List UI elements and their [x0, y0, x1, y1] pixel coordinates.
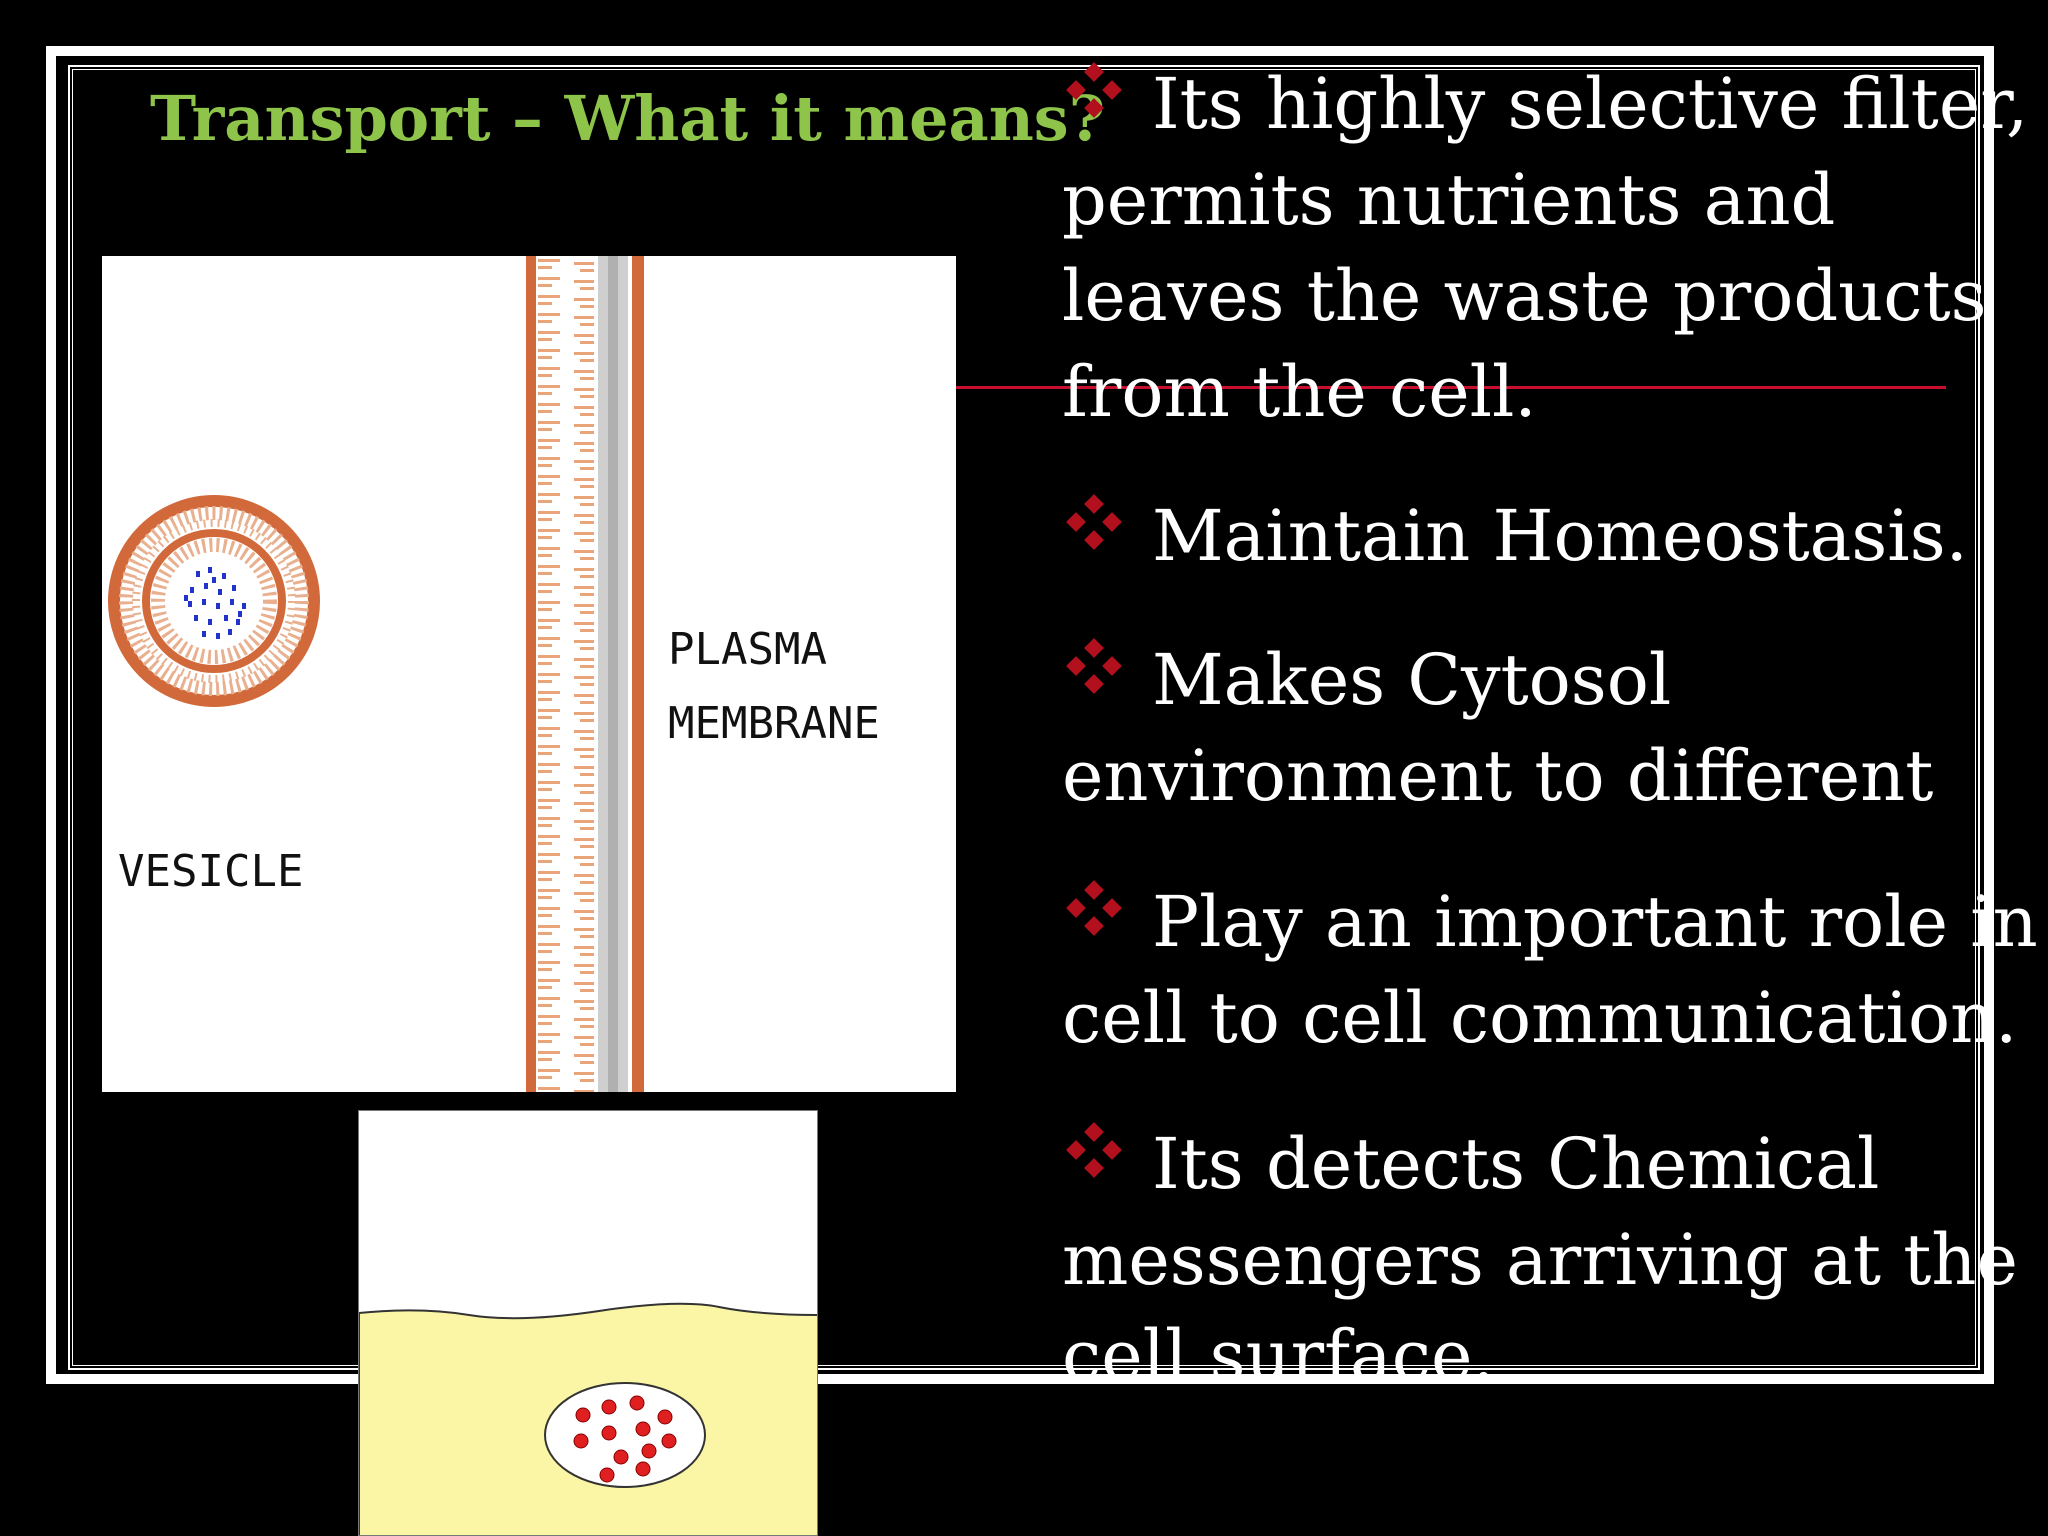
- bullet-text: cell surface.: [1062, 1315, 1495, 1397]
- bullet-list: Its highly selective filter, permits nut…: [1062, 56, 2042, 1404]
- diamond-bullet-icon: [1062, 638, 1126, 702]
- bullet-text: Its detects Chemical: [1152, 1123, 1880, 1205]
- vesicle-label: VESICLE: [118, 846, 303, 897]
- slide-frame-outer: [46, 46, 1994, 1384]
- cell-uptake-diagram: [358, 1110, 818, 1536]
- bullet-text: leaves the waste products: [1062, 255, 1987, 337]
- diamond-bullet-icon: [1062, 1122, 1126, 1186]
- bullet-text: Makes Cytosol: [1152, 639, 1672, 721]
- plasma-membrane-illustration: [526, 256, 644, 1092]
- bullet-text: Play an important role in: [1152, 881, 2038, 963]
- slide-frame-inner-thin: [72, 69, 1976, 1366]
- diamond-bullet-icon: [1062, 494, 1126, 558]
- accent-line: [956, 386, 1946, 389]
- bullet-text: from the cell.: [1062, 351, 1537, 433]
- membrane-label-line2: MEMBRANE: [668, 698, 880, 749]
- bullet-text: permits nutrients and: [1062, 159, 1836, 241]
- slide-frame-inner: [68, 65, 1980, 1370]
- bullet-item: Its highly selective filter, permits nut…: [1062, 56, 2042, 440]
- membrane-label-line1: PLASMA: [668, 624, 827, 675]
- diamond-bullet-icon: [1062, 880, 1126, 944]
- bullet-text: messengers arriving at the: [1062, 1219, 2018, 1301]
- vesicle-illustration: [108, 495, 320, 707]
- particle-dots: [573, 1395, 677, 1483]
- bullet-text: environment to different: [1062, 735, 1934, 817]
- slide-title: Transport – What it means?: [150, 82, 1106, 155]
- bullet-text: cell to cell communication.: [1062, 977, 2018, 1059]
- bullet-item: Makes Cytosol environment to different: [1062, 632, 2042, 824]
- bullet-item: Its detects Chemical messengers arriving…: [1062, 1116, 2042, 1404]
- bullet-text: Maintain Homeostasis.: [1152, 495, 1968, 577]
- diamond-bullet-icon: [1062, 62, 1126, 126]
- vesicle-ellipse: [544, 1382, 706, 1488]
- bullet-text: Its highly selective filter,: [1152, 63, 2029, 145]
- bullet-item: Maintain Homeostasis.: [1062, 488, 2042, 584]
- vesicle-membrane-diagram: VESICLE PLASMA MEMBRANE: [102, 256, 956, 1092]
- bullet-item: Play an important role in cell to cell c…: [1062, 874, 2042, 1066]
